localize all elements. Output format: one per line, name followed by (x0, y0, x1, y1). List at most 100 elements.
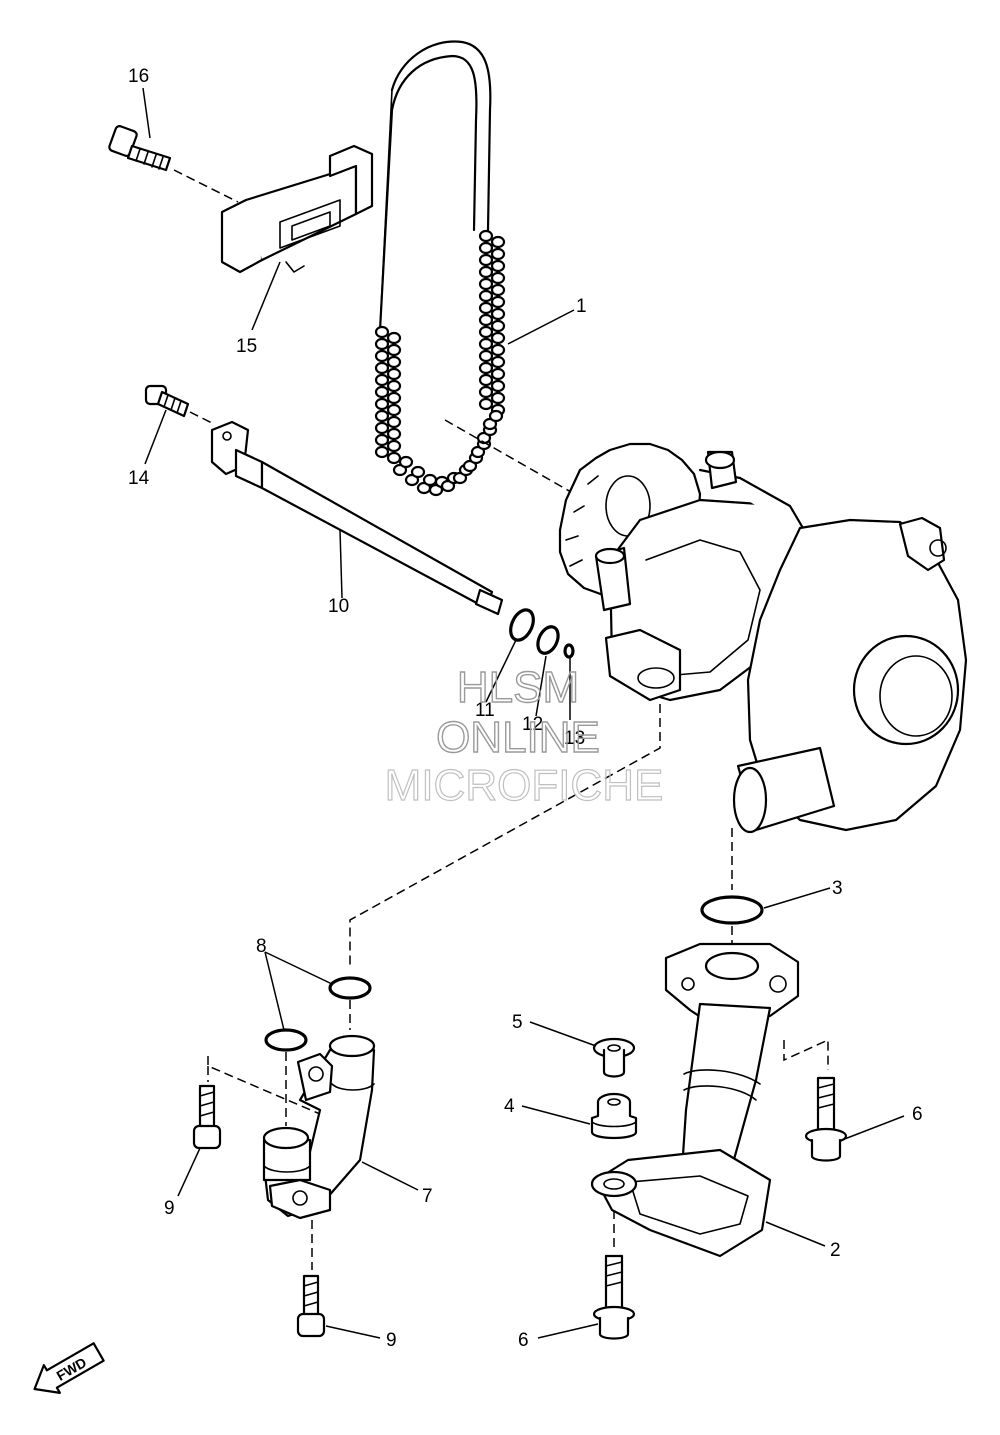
o-ring-part-3 (700, 895, 764, 925)
chain-link (490, 355, 506, 369)
chain-link (386, 367, 402, 381)
chain-link (478, 325, 494, 339)
chain-link (386, 439, 402, 453)
chain-link (386, 451, 402, 465)
chain-link (386, 331, 402, 345)
chain-link (478, 277, 494, 291)
grommet-part-4 (590, 1092, 638, 1140)
callout-4: 4 (504, 1096, 515, 1117)
chain-link (386, 355, 402, 369)
chain-link (386, 391, 402, 405)
o-ring-part-8-upper (328, 976, 372, 1000)
leader-lines (142, 87, 905, 1339)
chain-link (478, 385, 494, 399)
chain-link (386, 403, 402, 417)
collar-part-5 (592, 1037, 636, 1078)
chain-link (478, 397, 494, 411)
chain-link (490, 367, 506, 381)
chain-link (490, 271, 506, 285)
chain-link (478, 313, 494, 327)
bolt-part-9-left (192, 1084, 222, 1150)
watermark-line-1: HLSM (457, 663, 579, 712)
oil-strainer-part-2 (590, 942, 800, 1258)
chain-link (422, 473, 438, 487)
chain-link (374, 421, 390, 435)
bolt-part-14 (144, 384, 190, 418)
chain-link (490, 259, 506, 273)
chain-guide-part-15 (220, 144, 374, 274)
callout-numbers: 16 15 1 14 10 11 12 13 3 8 5 4 6 2 7 9 6… (128, 66, 923, 1351)
oil-pipe-part-10 (210, 420, 504, 616)
chain-link (478, 373, 494, 387)
callout-1: 1 (576, 296, 587, 317)
oil-delivery-pipe-part-7 (262, 1034, 376, 1220)
chain-link (374, 397, 390, 411)
watermark: HLSM ONLINE MICROFICHE (384, 662, 664, 810)
callout-13: 13 (564, 728, 585, 749)
chain-link (488, 409, 504, 423)
watermark-line-3: MICROFICHE (385, 761, 664, 810)
callout-11: 11 (475, 700, 495, 721)
chain-link (374, 385, 390, 399)
bolt-part-16 (108, 125, 172, 172)
bolt-part-9-bottom (296, 1274, 326, 1338)
chain-link (386, 427, 402, 441)
chain-link (478, 361, 494, 375)
chain-link (478, 253, 494, 267)
o-ring-part-13 (563, 643, 575, 659)
chain-link (490, 235, 506, 249)
chain-link (374, 445, 390, 459)
chain-link (386, 415, 402, 429)
chain-link (478, 337, 494, 351)
oil-pump-assembly (444, 419, 968, 834)
chain-link (478, 229, 494, 243)
chain-link (374, 337, 390, 351)
chain-link (490, 379, 506, 393)
chain-link (478, 265, 494, 279)
callout-16: 16 (128, 66, 149, 87)
chain-link (410, 465, 426, 479)
callout-10: 10 (328, 596, 349, 617)
chain-link (478, 241, 494, 255)
chain-link (374, 433, 390, 447)
chain-link (490, 283, 506, 297)
callout-5: 5 (512, 1012, 523, 1033)
chain-link (490, 343, 506, 357)
chain-link (478, 301, 494, 315)
callout-9-bottom: 9 (386, 1330, 397, 1351)
watermark-line-2: ONLINE (436, 713, 600, 762)
chain-link (386, 379, 402, 393)
o-ring-part-8-lower (264, 1028, 308, 1052)
callout-7: 7 (422, 1186, 433, 1207)
callout-15: 15 (236, 336, 257, 357)
o-ring-part-11 (509, 608, 535, 642)
fwd-direction-badge: FWD (33, 1342, 105, 1394)
callout-9-left: 9 (164, 1198, 175, 1219)
chain-link (374, 373, 390, 387)
chain-link (374, 361, 390, 375)
chain-link (398, 455, 414, 469)
timing-chain-part-1 (374, 40, 506, 497)
chain-link (374, 349, 390, 363)
callout-6-bottom: 6 (518, 1330, 529, 1351)
chain-link (374, 409, 390, 423)
fwd-arrow-icon (33, 1342, 105, 1394)
flange-bolt-part-6-bottom (592, 1254, 636, 1340)
chain-link (490, 247, 506, 261)
chain-link (490, 391, 506, 405)
flange-bolt-part-6-right (804, 1076, 848, 1162)
chain-link (490, 331, 506, 345)
callout-14: 14 (128, 468, 150, 489)
chain-link (478, 289, 494, 303)
chain-link (478, 349, 494, 363)
callout-6-right: 6 (912, 1104, 923, 1125)
chain-link (386, 343, 402, 357)
callout-3: 3 (832, 878, 843, 899)
callout-12: 12 (522, 714, 543, 735)
chain-link (490, 295, 506, 309)
callout-8: 8 (256, 936, 267, 957)
callout-2: 2 (830, 1240, 841, 1261)
chain-link (490, 319, 506, 333)
o-ring-part-12 (536, 625, 560, 655)
